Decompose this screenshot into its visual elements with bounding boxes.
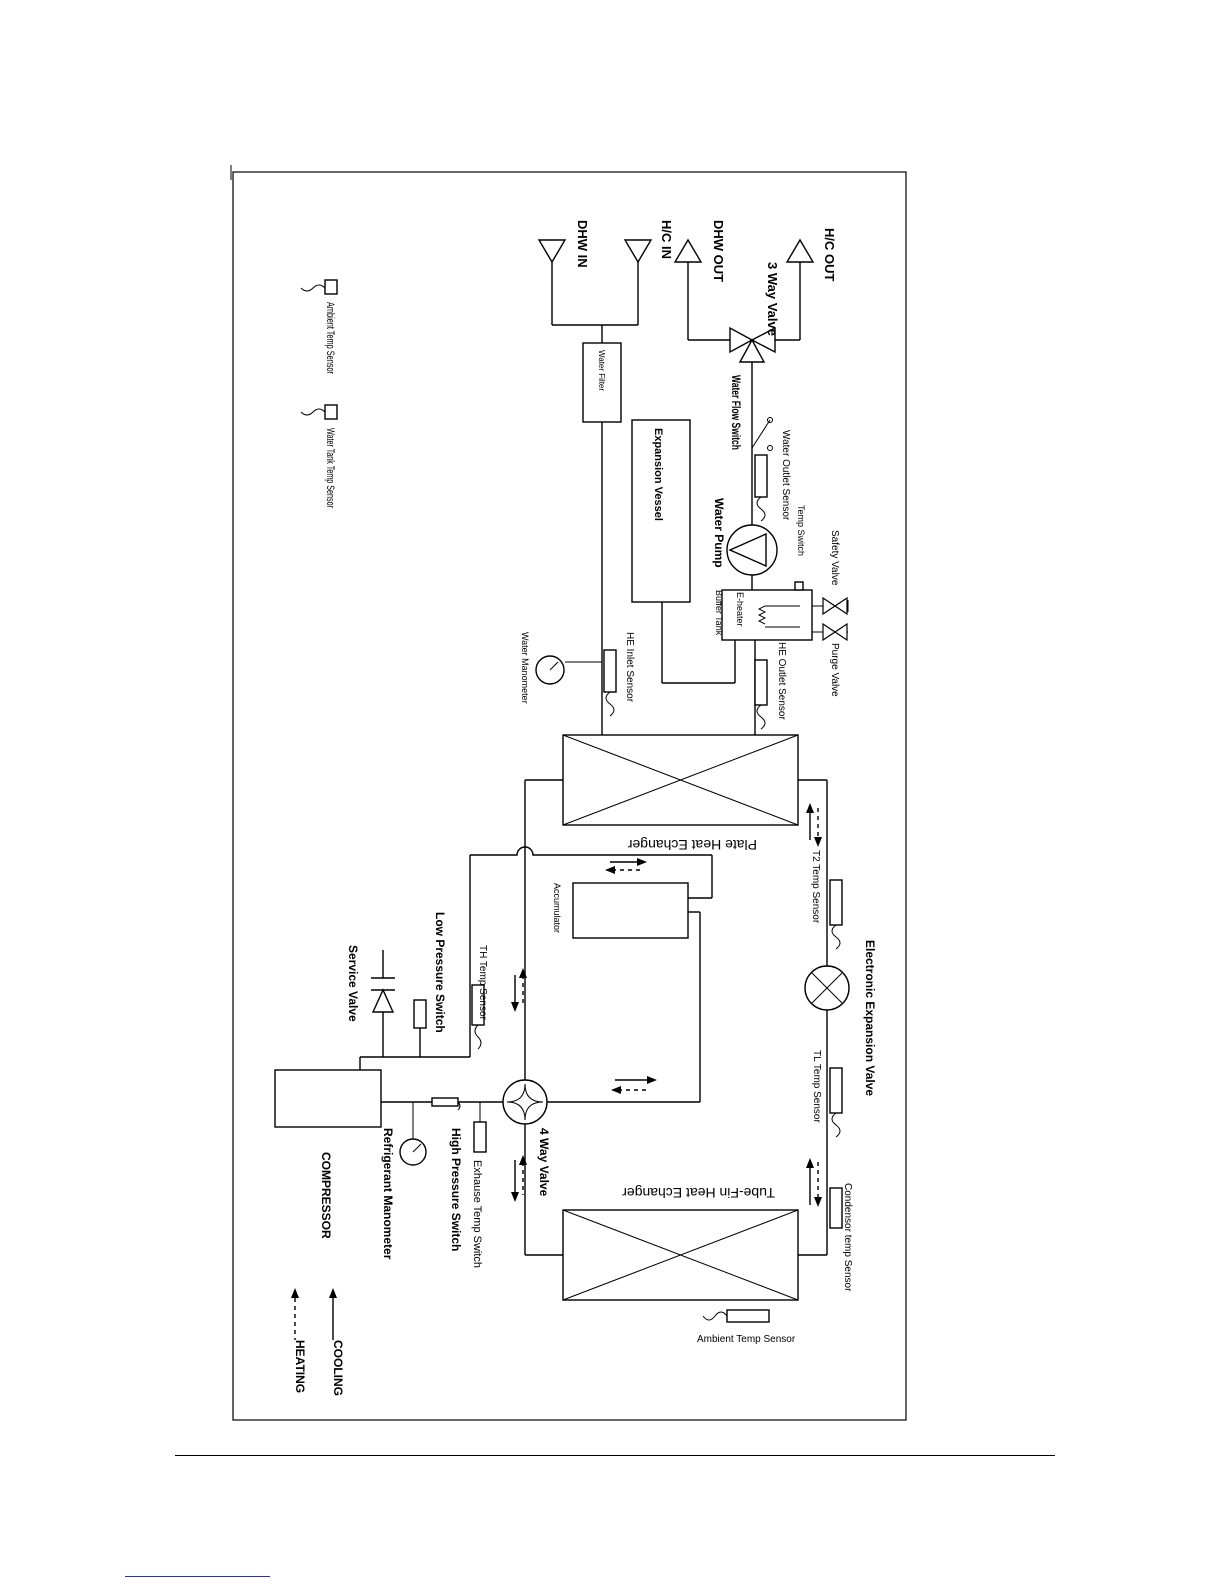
plate-heat-exchanger-icon: [562, 734, 799, 826]
water-outlet-sensor-label: Water Outlet Sensor: [780, 430, 791, 521]
condensor-temp-sensor-label: Condensor temp Sensor: [842, 1183, 853, 1292]
water-flow-switch-label: Water Flow Switch: [729, 375, 743, 450]
hc-out-arrow-icon: [785, 238, 815, 263]
th-temp-sensor-icon: [471, 984, 485, 1050]
condensor-temp-sensor-icon: [829, 1187, 843, 1229]
coil-ambient-temp-sensor-label: Ambient Temp Sensor: [697, 1334, 796, 1345]
water-flow-switch-label-group: Water Flow Switch: [729, 375, 743, 450]
safety-valve-icon: [822, 596, 849, 616]
hc-in-arrow-icon: [623, 239, 653, 264]
four-way-valve-icon: [502, 1079, 548, 1125]
right-flow-arrows: [806, 803, 822, 1207]
heating-label: HEATING: [293, 1340, 307, 1393]
water-filter-icon: [582, 342, 622, 423]
high-pressure-switch-label: High Pressure Switch: [449, 1128, 463, 1251]
compressor-icon: [274, 1069, 382, 1128]
tube-fin-heat-exchanger-label: Tube-Fin Heat Echanger: [622, 1185, 775, 1201]
safety-valve-label: Safety Valve: [829, 530, 840, 586]
legend-ambient-sensor-icon: [300, 279, 338, 295]
tl-temp-sensor-label: TL Temp Sensor: [811, 1050, 822, 1123]
dhw-in-label: DHW IN: [575, 220, 590, 268]
low-pressure-switch-label: Low Pressure Switch: [433, 912, 447, 1033]
purge-valve-label: Purge Valve: [829, 643, 840, 697]
four-way-valve-label: 4 Way Valve: [537, 1128, 551, 1197]
accumulator-icon: [572, 882, 689, 939]
expansion-vessel-label: Expansion Vessel: [652, 428, 664, 521]
he-outlet-sensor-icon: [754, 659, 768, 730]
buffer-tank-label: Buffer Tank: [714, 590, 724, 636]
three-way-valve-icon: [729, 326, 776, 363]
dhw-out-label: DHW OUT: [711, 220, 726, 282]
water-manometer-label: Water Manometer: [520, 632, 530, 704]
water-filter-label: Water Filter: [597, 350, 606, 391]
e-heater-label: E-heater: [735, 592, 745, 627]
footer-link[interactable]: [125, 1576, 270, 1577]
exhause-temp-switch-icon: [473, 1102, 487, 1153]
footer-rule: [175, 1455, 1055, 1456]
dhw-in-arrow-icon: [537, 239, 567, 264]
t2-temp-sensor-label: T2 Temp Sensor: [810, 850, 821, 924]
legend-water-tank-sensor-icon: [300, 404, 338, 420]
water-pump-label: Water Pump: [712, 498, 726, 568]
water-manometer-icon: [535, 655, 565, 685]
exhause-temp-switch-label: Exhause Temp Switch: [471, 1160, 483, 1268]
refrigerant-manometer-icon: [399, 1102, 427, 1166]
th-temp-sensor-label: TH Temp Sensor: [477, 945, 488, 1021]
electronic-expansion-valve-label: Electronic Expansion Valve: [863, 940, 877, 1096]
water-flow-switch-icon: [751, 417, 773, 451]
hc-in-label: H/C IN: [659, 220, 674, 259]
heating-legend-arrow-icon: [291, 1288, 299, 1340]
he-inlet-sensor-label: HE Inlet Sensor: [624, 632, 635, 703]
dhw-out-arrow-icon: [673, 238, 703, 263]
tl-temp-sensor-icon: [829, 1067, 843, 1138]
diagram-frame: [232, 171, 907, 1421]
high-pressure-switch-icon: [431, 1097, 461, 1111]
service-valve-icon: [371, 950, 395, 1057]
plate-heat-exchanger-label: Plate Heat Echanger: [627, 837, 757, 853]
water-tank-temp-sensor-label: Water Tank Temp Sensor: [324, 428, 336, 508]
accumulator-label: Accumulator: [552, 883, 562, 933]
pipe-suction-crossover: [470, 846, 547, 856]
he-inlet-sensor-icon: [603, 649, 617, 717]
cooling-legend-arrow-icon: [329, 1288, 337, 1340]
water-outlet-sensor-icon: [754, 454, 768, 522]
cooling-label: COOLING: [331, 1340, 345, 1396]
accumulator-flow-arrows: [605, 858, 657, 1094]
ambient-temp-sensor-legend-label: Ambient Temp Sensor: [324, 302, 336, 374]
left-flow-arrows: [511, 968, 527, 1202]
refrigerant-manometer-label: Refrigerant Manometer: [381, 1128, 395, 1260]
buffer-tank-icon: [721, 581, 848, 641]
t2-temp-sensor-icon: [829, 879, 843, 950]
he-outlet-sensor-label: HE Outlet Sensor: [776, 642, 787, 720]
temp-switch-label: Temp Switch: [796, 505, 806, 556]
water-pump-icon: [726, 524, 778, 576]
low-pressure-switch-icon: [413, 999, 427, 1029]
purge-valve-icon: [822, 622, 848, 642]
hc-out-label: H/C OUT: [822, 228, 837, 282]
electronic-expansion-valve-icon: [804, 965, 850, 1011]
tube-fin-heat-exchanger-icon: [562, 1209, 799, 1301]
expansion-vessel-icon: [631, 419, 691, 603]
service-valve-label: Service Valve: [346, 945, 360, 1022]
coil-ambient-temp-sensor-icon: [702, 1309, 770, 1323]
three-way-valve-label: 3 Way Valve: [765, 262, 780, 336]
compressor-label: COMPRESSOR: [319, 1152, 333, 1239]
